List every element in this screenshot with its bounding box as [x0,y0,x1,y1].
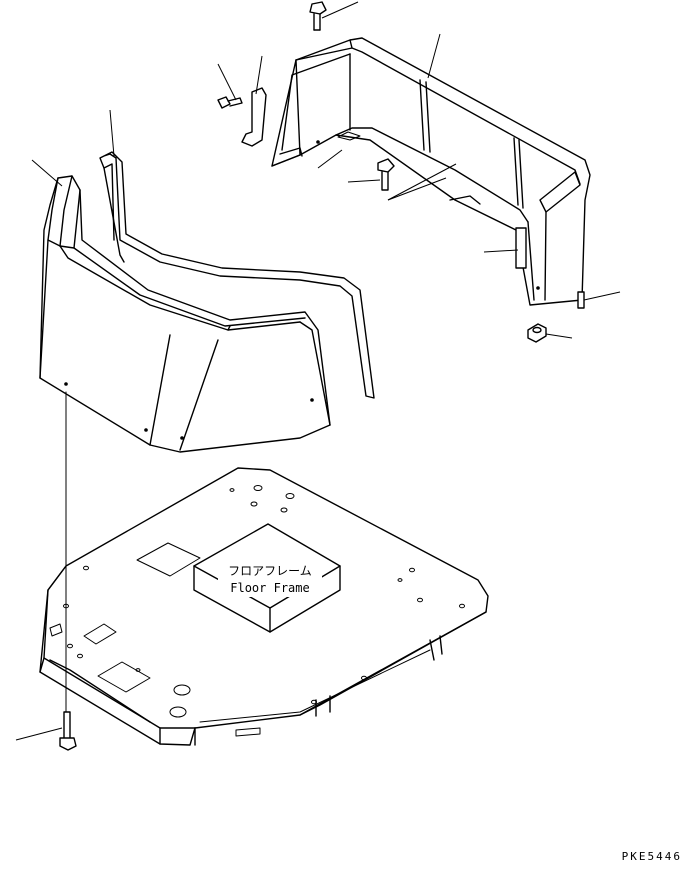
label-english: Floor Frame [230,581,309,595]
pin [577,291,585,309]
mid-bolt [377,158,395,191]
front-cover [39,175,331,453]
rear-cover [271,37,591,306]
label-japanese: フロアフレーム [228,564,312,578]
left-bolt [217,96,243,109]
leader-lines [15,1,621,741]
nut [527,323,547,343]
floor-frame-label-box: フロアフレーム Floor Frame [193,523,341,633]
upper-bolt [309,1,327,31]
handle-bracket [241,87,267,147]
seal-strip [99,151,375,399]
floor-bolt [59,711,77,751]
drawing-code: PKE5446 [622,850,682,863]
